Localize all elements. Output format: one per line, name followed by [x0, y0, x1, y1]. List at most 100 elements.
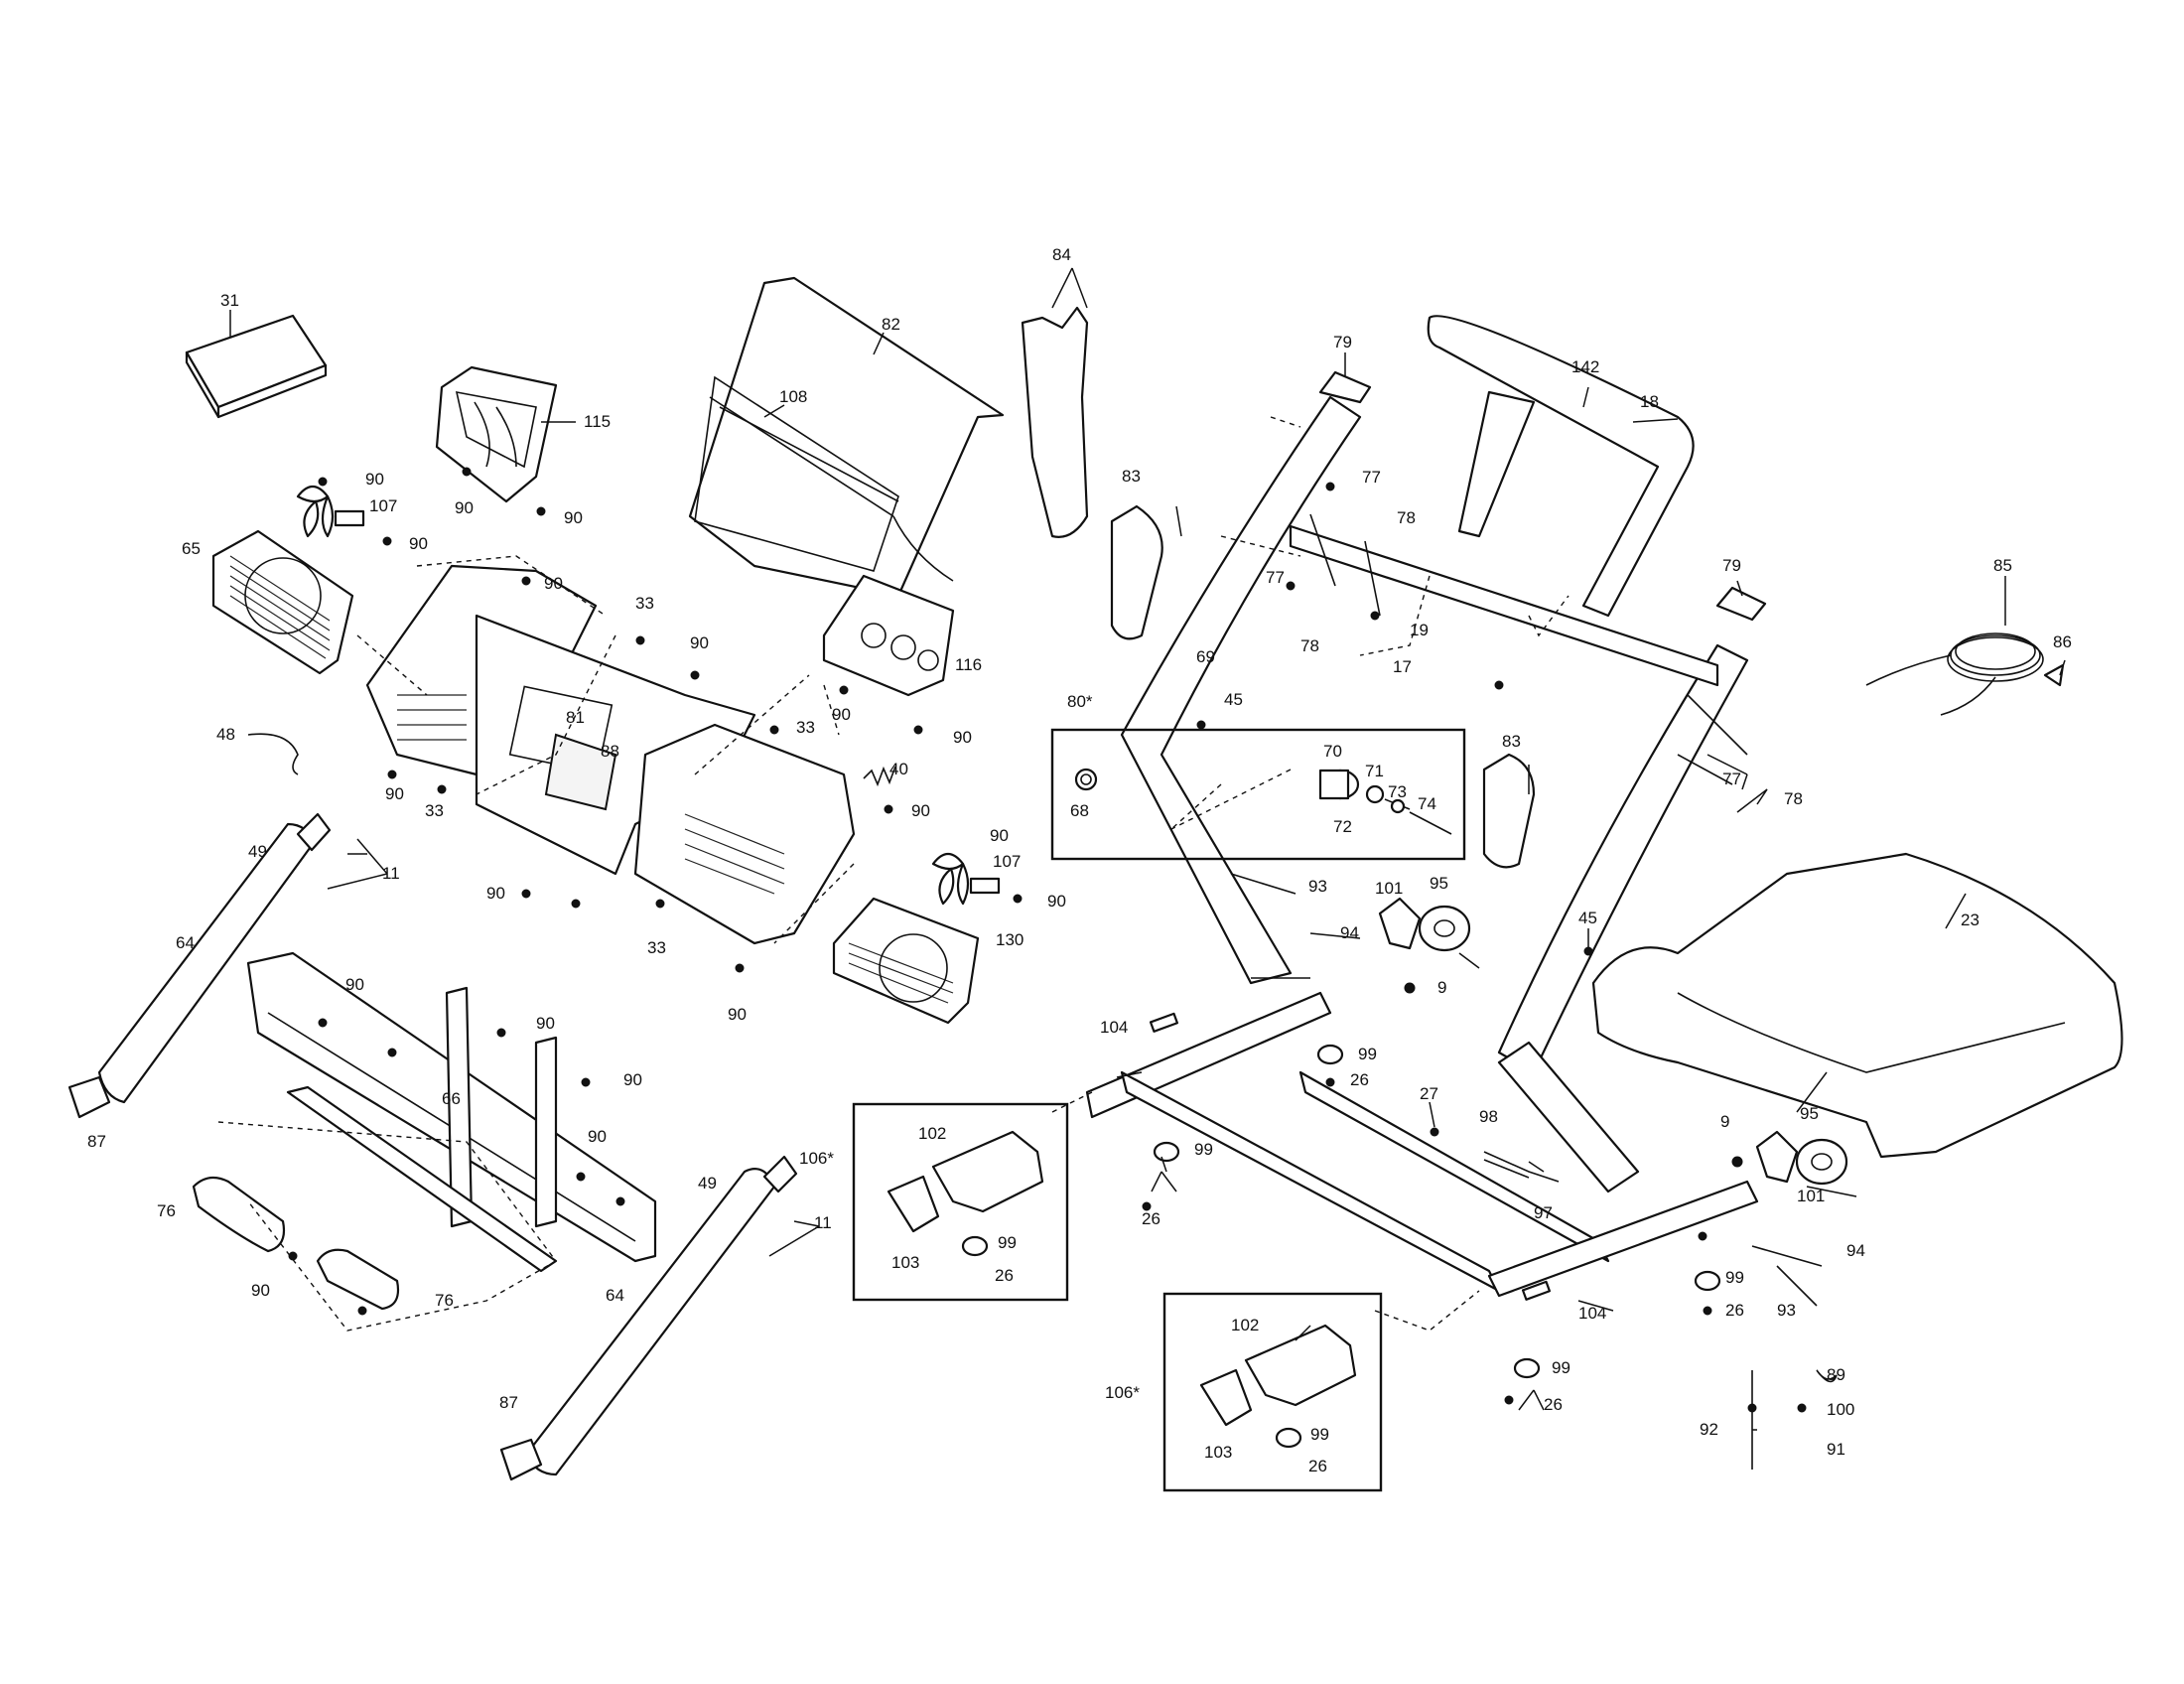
label-78: 78 [1300, 636, 1319, 655]
part-76-foot-cover-left [192, 1176, 286, 1253]
fasteners [288, 467, 1823, 1413]
label-78: 78 [1397, 508, 1416, 527]
part-130-speaker-grille-right [832, 897, 980, 1025]
label-73: 73 [1388, 782, 1407, 801]
label-33: 33 [425, 801, 444, 820]
label-23: 23 [1961, 911, 1979, 929]
label-102: 102 [918, 1124, 946, 1143]
part-18-handrail [1427, 315, 1695, 618]
label-48: 48 [216, 725, 235, 744]
label-101: 101 [1797, 1187, 1825, 1205]
label-9: 9 [1437, 978, 1446, 997]
part-right-upright [1497, 643, 1749, 1193]
label-116: 116 [955, 655, 982, 674]
part-base-rail-left [1085, 991, 1501, 1293]
part-101-bracket-upper [1378, 897, 1422, 950]
label-83: 83 [1122, 467, 1141, 486]
part-102-103-leveler-upper [887, 1130, 1044, 1257]
part-83-side-cover-right [1482, 753, 1536, 869]
label-11: 11 [382, 864, 400, 883]
label-107: 107 [369, 496, 397, 515]
part-66-base-frame [246, 951, 657, 1273]
label-90: 90 [455, 498, 474, 517]
label-100: 100 [1827, 1400, 1854, 1419]
part-48-wire [247, 733, 299, 775]
part-49-64-upright-left-upper [97, 812, 332, 1104]
part-82-console-top-cover [688, 276, 1005, 598]
label-115: 115 [584, 412, 611, 431]
label-95: 95 [1800, 1104, 1819, 1123]
part-70-74-roller-assembly [1318, 769, 1452, 835]
label-82: 82 [882, 315, 900, 334]
label-90: 90 [588, 1127, 607, 1146]
part-101-bracket-lower [1755, 1130, 1799, 1184]
part-79-top-cap-right [1715, 586, 1767, 622]
label-45: 45 [1578, 909, 1597, 927]
label-70: 70 [1323, 742, 1342, 761]
label-90: 90 [953, 728, 972, 747]
label-130: 130 [996, 930, 1024, 949]
part-84-console-wire-cover [1021, 306, 1089, 538]
label-65: 65 [182, 539, 201, 558]
part-87-foot-cap-lower [499, 1438, 543, 1481]
label-77: 77 [1362, 468, 1381, 487]
part-40-spring [863, 766, 896, 787]
label-93: 93 [1308, 877, 1327, 896]
label-90: 90 [990, 826, 1009, 845]
label-87: 87 [499, 1393, 518, 1412]
label-77: 77 [1266, 568, 1285, 587]
part-95-wheel-lower [1795, 1138, 1848, 1186]
label-90: 90 [536, 1014, 555, 1033]
part-107-fan-lower [931, 852, 1001, 906]
label-99: 99 [1552, 1358, 1570, 1377]
part-console-right-housing [633, 723, 856, 945]
inset-box-106-lower [1162, 1292, 1383, 1492]
label-45: 45 [1224, 690, 1243, 709]
label-77: 77 [1722, 770, 1741, 788]
label-66: 66 [442, 1089, 461, 1108]
label-33: 33 [635, 594, 654, 613]
part-79-top-cap-left [1318, 370, 1372, 404]
label-102: 102 [1231, 1316, 1259, 1334]
label-9: 9 [1720, 1112, 1729, 1131]
label-90: 90 [623, 1070, 642, 1089]
label-49: 49 [248, 842, 267, 861]
label-99: 99 [1310, 1425, 1329, 1444]
label-106-star: 106* [799, 1149, 834, 1168]
label-93: 93 [1777, 1301, 1796, 1320]
leader-lines [229, 267, 2066, 1431]
part-85-cable [1865, 632, 2044, 716]
label-90: 90 [564, 508, 583, 527]
label-90: 90 [911, 801, 930, 820]
label-72: 72 [1333, 817, 1352, 836]
label-99: 99 [1725, 1268, 1744, 1287]
label-90: 90 [690, 633, 709, 652]
label-90: 90 [544, 574, 563, 593]
label-89: 89 [1827, 1365, 1845, 1384]
part-87-foot-cap-upper [68, 1075, 111, 1119]
label-78: 78 [1784, 789, 1803, 808]
label-84: 84 [1052, 245, 1071, 264]
part-88-console-panel [544, 733, 617, 811]
part-base-rail-right [1298, 1070, 1759, 1298]
label-87: 87 [87, 1132, 106, 1151]
label-71: 71 [1365, 762, 1384, 780]
label-90: 90 [251, 1281, 270, 1300]
label-26: 26 [1725, 1301, 1744, 1320]
label-88: 88 [601, 742, 619, 761]
label-17: 17 [1393, 657, 1412, 676]
label-90: 90 [345, 975, 364, 994]
label-90: 90 [728, 1005, 747, 1024]
label-94: 94 [1846, 1241, 1865, 1260]
label-27: 27 [1420, 1084, 1438, 1103]
label-26: 26 [1350, 1070, 1369, 1089]
label-142: 142 [1571, 357, 1599, 376]
label-99: 99 [1194, 1140, 1213, 1159]
part-65-speaker-grille-left [211, 529, 354, 675]
label-26: 26 [995, 1266, 1014, 1285]
assembly-guides [217, 416, 1570, 1332]
part-98-wire-harness [1483, 1151, 1560, 1183]
part-115-accessory-tray [435, 365, 558, 503]
label-103: 103 [1204, 1443, 1232, 1462]
part-number-labels: 31 115 90 107 90 90 90 65 90 33 90 82 10… [87, 245, 2072, 1475]
